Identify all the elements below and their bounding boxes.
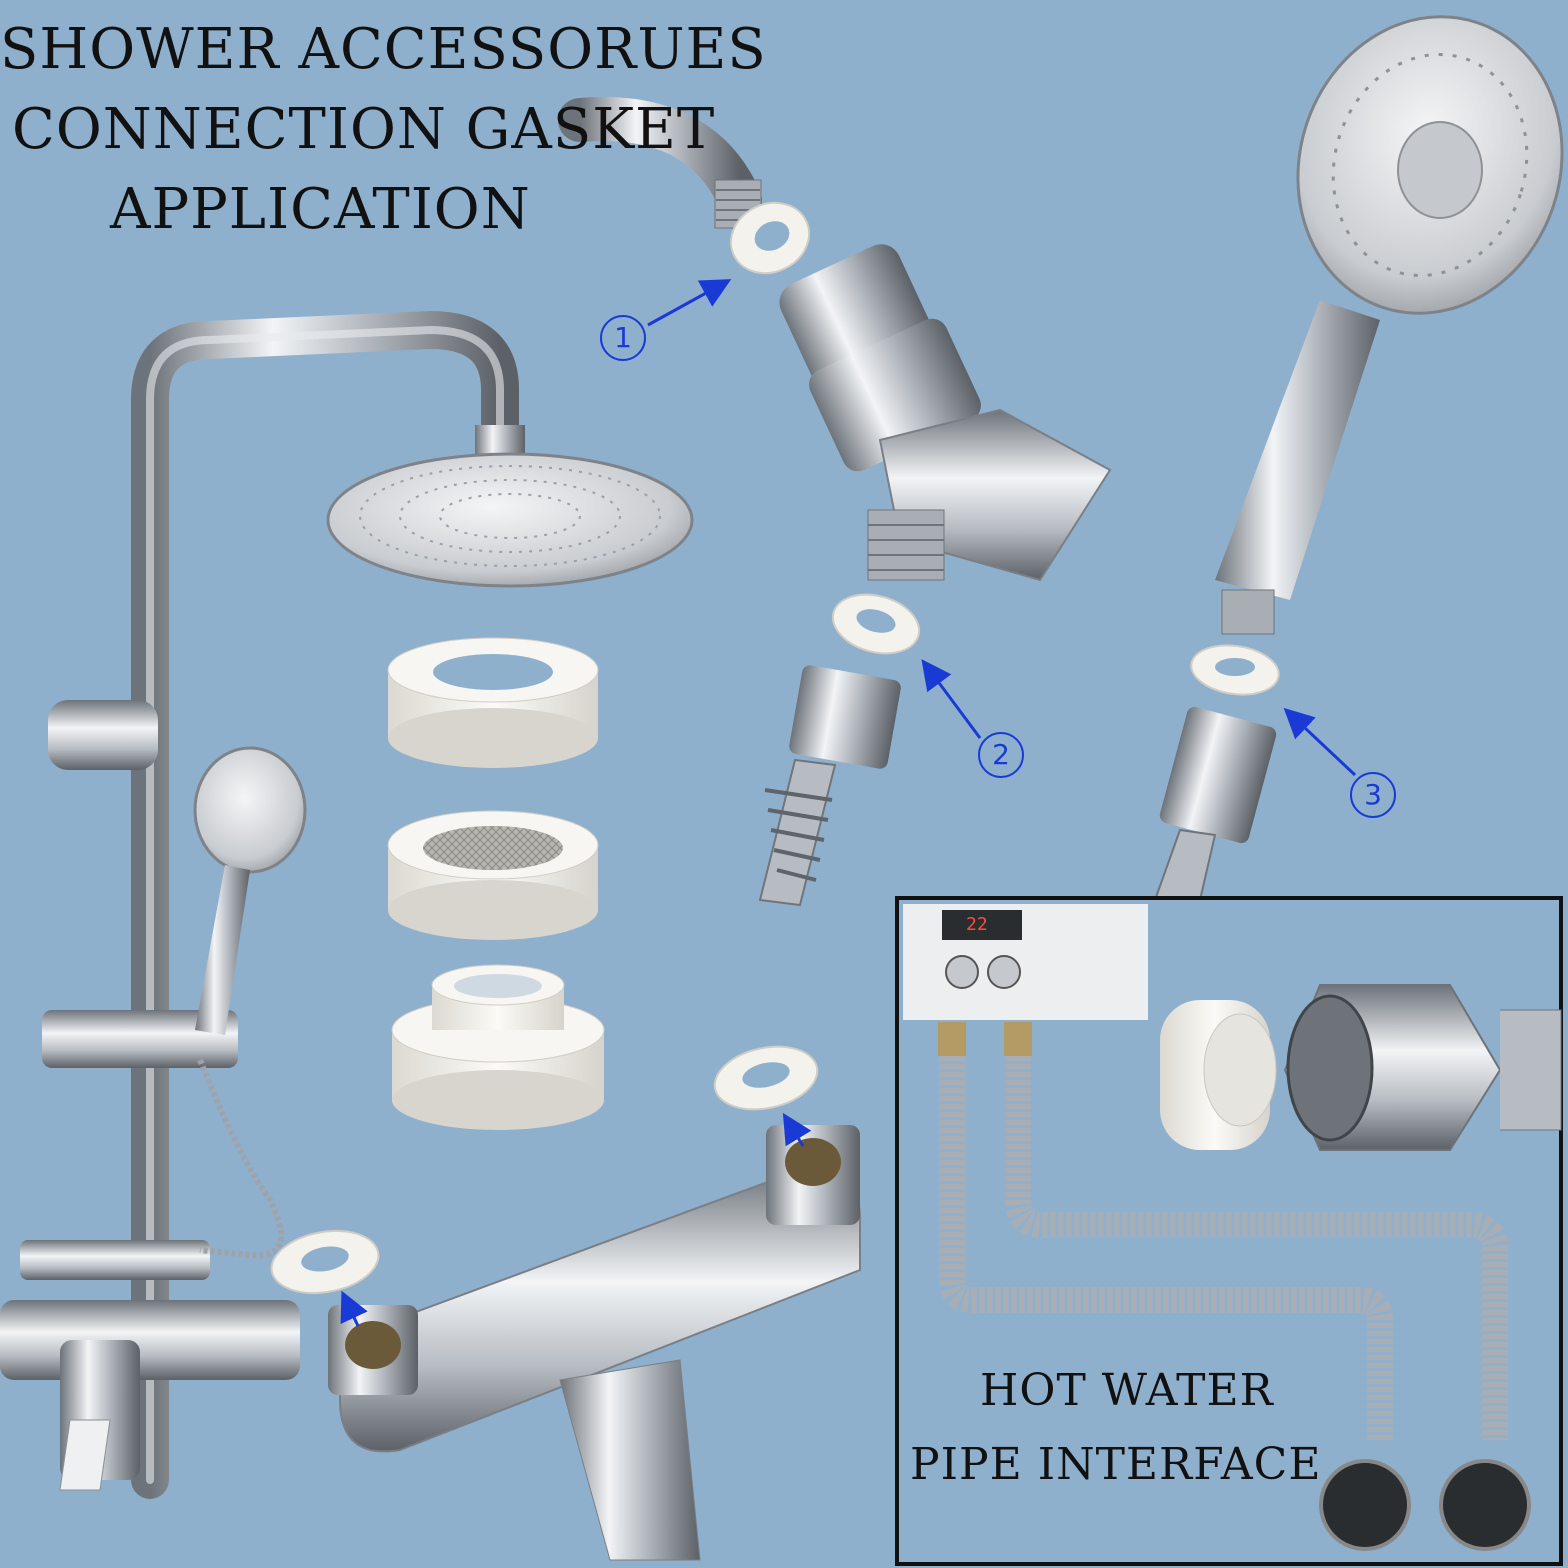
title-line-3: APPLICATION bbox=[110, 177, 531, 242]
inset-hose-nut bbox=[1283, 984, 1562, 1151]
hose-connector-3 bbox=[1153, 706, 1277, 901]
arrow-4 bbox=[782, 1112, 812, 1147]
arrow-5 bbox=[340, 1290, 368, 1327]
gasket-small-3 bbox=[1190, 644, 1280, 696]
heater-outlet-left bbox=[938, 1022, 966, 1056]
gasket-small-5 bbox=[270, 1230, 380, 1294]
hand-shower-small bbox=[193, 746, 307, 1259]
heater-knob-right bbox=[987, 955, 1021, 989]
hose-connector-2 bbox=[758, 665, 901, 907]
thermostatic-mixer bbox=[328, 1125, 861, 1561]
gasket-flanged bbox=[391, 964, 605, 1130]
gasket-flat bbox=[387, 637, 599, 768]
callout-3: 3 bbox=[1350, 772, 1396, 818]
gasket-small-4 bbox=[713, 1045, 819, 1111]
slider-bracket bbox=[42, 1010, 238, 1068]
inset-gasket-flanged bbox=[1160, 1000, 1277, 1150]
hose-right bbox=[1005, 1056, 1508, 1440]
title-line-1: SHOWER ACCESSORUES bbox=[0, 17, 767, 82]
rain-shower-head bbox=[326, 425, 694, 588]
inset-title-line-1: HOT WATER bbox=[980, 1365, 1274, 1416]
angle-valve-right bbox=[1439, 1459, 1531, 1551]
angle-valve-left bbox=[1319, 1459, 1411, 1551]
shower-arm bbox=[558, 97, 762, 229]
heater-knob-left bbox=[945, 955, 979, 989]
inset-panel bbox=[895, 896, 1563, 1566]
arrow-3 bbox=[1283, 707, 1357, 777]
hand-shower-large bbox=[1215, 15, 1564, 635]
wall-bracket bbox=[48, 700, 158, 770]
gasket-small-1 bbox=[730, 201, 810, 275]
hose-left bbox=[939, 1056, 1393, 1440]
mixer-valve bbox=[0, 1300, 300, 1491]
heater-display-value: 22 bbox=[966, 914, 988, 935]
heater-outlet-right bbox=[1004, 1022, 1032, 1056]
callout-2: 2 bbox=[978, 732, 1024, 778]
heater-display bbox=[942, 910, 1022, 940]
gasket-small-2 bbox=[831, 593, 921, 655]
arrow-1 bbox=[647, 279, 732, 327]
inset-title-line-2: PIPE INTERFACE bbox=[910, 1439, 1322, 1490]
gasket-filter-mesh bbox=[387, 810, 599, 940]
water-heater bbox=[903, 904, 1148, 1020]
shower-column bbox=[20, 310, 519, 1499]
diverter bbox=[20, 1240, 210, 1280]
swivel-adapter bbox=[779, 244, 1112, 582]
arrow-2 bbox=[921, 659, 982, 739]
callout-1: 1 bbox=[600, 315, 646, 361]
title-line-2: CONNECTION GASKET bbox=[12, 97, 716, 162]
